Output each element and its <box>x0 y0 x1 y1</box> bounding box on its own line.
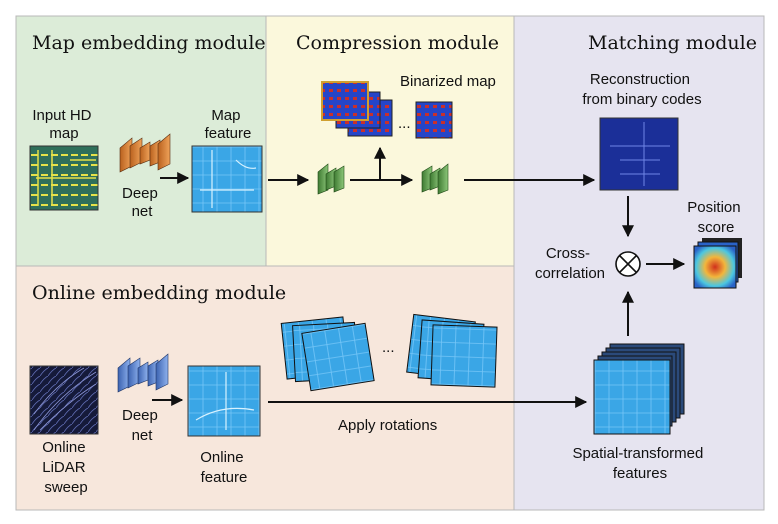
deep-net-top-icon <box>119 133 171 173</box>
deep-net-bottom-icon <box>117 353 169 393</box>
compression-panel <box>265 15 515 267</box>
position-score-label: Position score <box>687 199 745 236</box>
online-lidar-label: Online LiDAR sweep <box>42 439 90 496</box>
matching-title: Matching module <box>588 32 757 54</box>
binarized-map-label: Binarized map <box>400 73 496 90</box>
binarized-map-single <box>415 101 453 139</box>
reconstruction-label: Reconstruction from binary codes <box>582 71 701 108</box>
input-hd-map-image <box>29 145 99 211</box>
binarized-ellipsis: ... <box>398 115 411 132</box>
online-feature-image <box>187 365 261 437</box>
position-score-image <box>693 238 742 289</box>
rotation-ellipsis: ... <box>382 339 395 356</box>
lidar-sweep-image <box>29 365 99 435</box>
circled-times-icon <box>615 251 641 277</box>
map-feature-image <box>191 145 263 213</box>
rotated-features-left <box>280 316 375 392</box>
rotated-features-right <box>406 313 498 388</box>
online-embedding-title: Online embedding module <box>32 282 286 304</box>
deep-net-top-label: Deep net <box>122 185 162 220</box>
map-embedding-title: Map embedding module <box>32 32 266 54</box>
apply-rotations-label: Apply rotations <box>338 417 437 434</box>
online-feature-label: Online feature <box>200 449 248 486</box>
reconstruction-image <box>599 117 679 191</box>
online-embedding-panel <box>15 265 515 511</box>
spatial-transformed-label: Spatial-transformed features <box>572 445 707 482</box>
binarized-map-stack <box>321 81 393 137</box>
input-hd-map-label: Input HD map <box>32 107 95 142</box>
decoder-net-icon <box>421 163 449 195</box>
map-feature-label: Map feature <box>205 107 252 142</box>
encoder-net-icon <box>317 163 345 195</box>
spatial-features-stack <box>593 343 685 435</box>
compression-title: Compression module <box>296 32 499 54</box>
cross-correlation-label: Cross- correlation <box>535 245 605 282</box>
deep-net-bottom-label: Deep net <box>122 407 162 444</box>
